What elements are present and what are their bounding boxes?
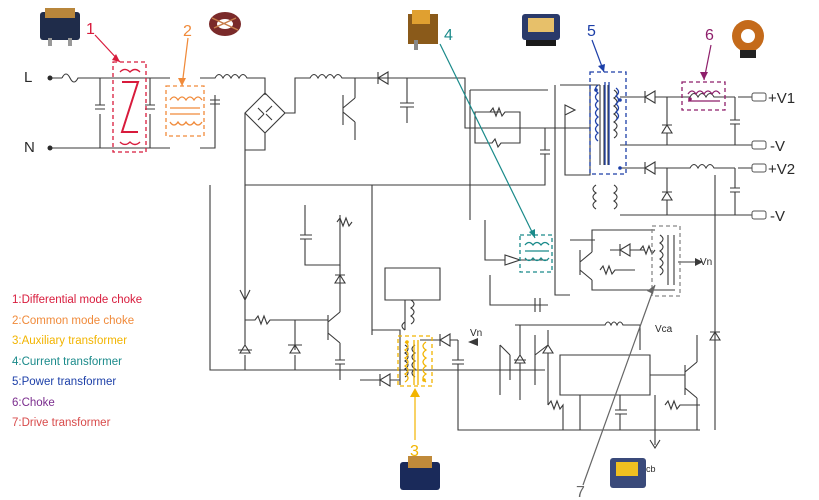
callout-7: 7 (576, 484, 585, 500)
terminal-n-label: N (24, 139, 35, 156)
legend-item-common-mode-choke: 2:Common mode choke (12, 314, 135, 327)
output-v1-neg-label: -V (770, 138, 785, 155)
node-vca-label: Vca (655, 324, 673, 335)
power-transformer-photo (522, 14, 560, 46)
legend-item-differential-choke: 1:Differential mode choke (12, 294, 143, 306)
current-transformer-photo (408, 10, 438, 50)
output-v2-pos-label: +V2 (768, 161, 795, 178)
callout-4: 4 (444, 27, 453, 44)
callout-5: 5 (587, 23, 596, 40)
output-v2-neg-label: -V (770, 208, 785, 225)
legend-item-power-transformer: 5:Power transformer (12, 376, 117, 388)
callout-3: 3 (410, 443, 419, 460)
terminal-l-label: L (24, 69, 32, 86)
drive-transformer-photo (610, 458, 646, 488)
legend-item-current-transformer: 4:Current transformer (12, 355, 122, 368)
legend-item-drive-transformer: 7:Drive transformer (12, 417, 111, 429)
choke-photo (732, 20, 764, 58)
output-v1-pos-label: +V1 (768, 90, 795, 107)
node-vn-label: Vn (700, 257, 712, 268)
callout-1: 1 (86, 21, 95, 38)
callout-2: 2 (183, 23, 192, 40)
common-mode-choke-photo (209, 12, 241, 36)
differential-choke-photo (40, 8, 80, 46)
component-legend: 1:Differential mode choke 2:Common mode … (12, 290, 142, 434)
auxiliary-transformer-photo (400, 456, 440, 490)
node-vn-label: Vn (470, 328, 482, 339)
legend-item-auxiliary-transformer: 3:Auxiliary transformer (12, 335, 128, 347)
callout-6: 6 (705, 27, 714, 44)
node-cb-label: cb (646, 464, 656, 474)
legend-item-choke: 6:Choke (12, 396, 55, 409)
